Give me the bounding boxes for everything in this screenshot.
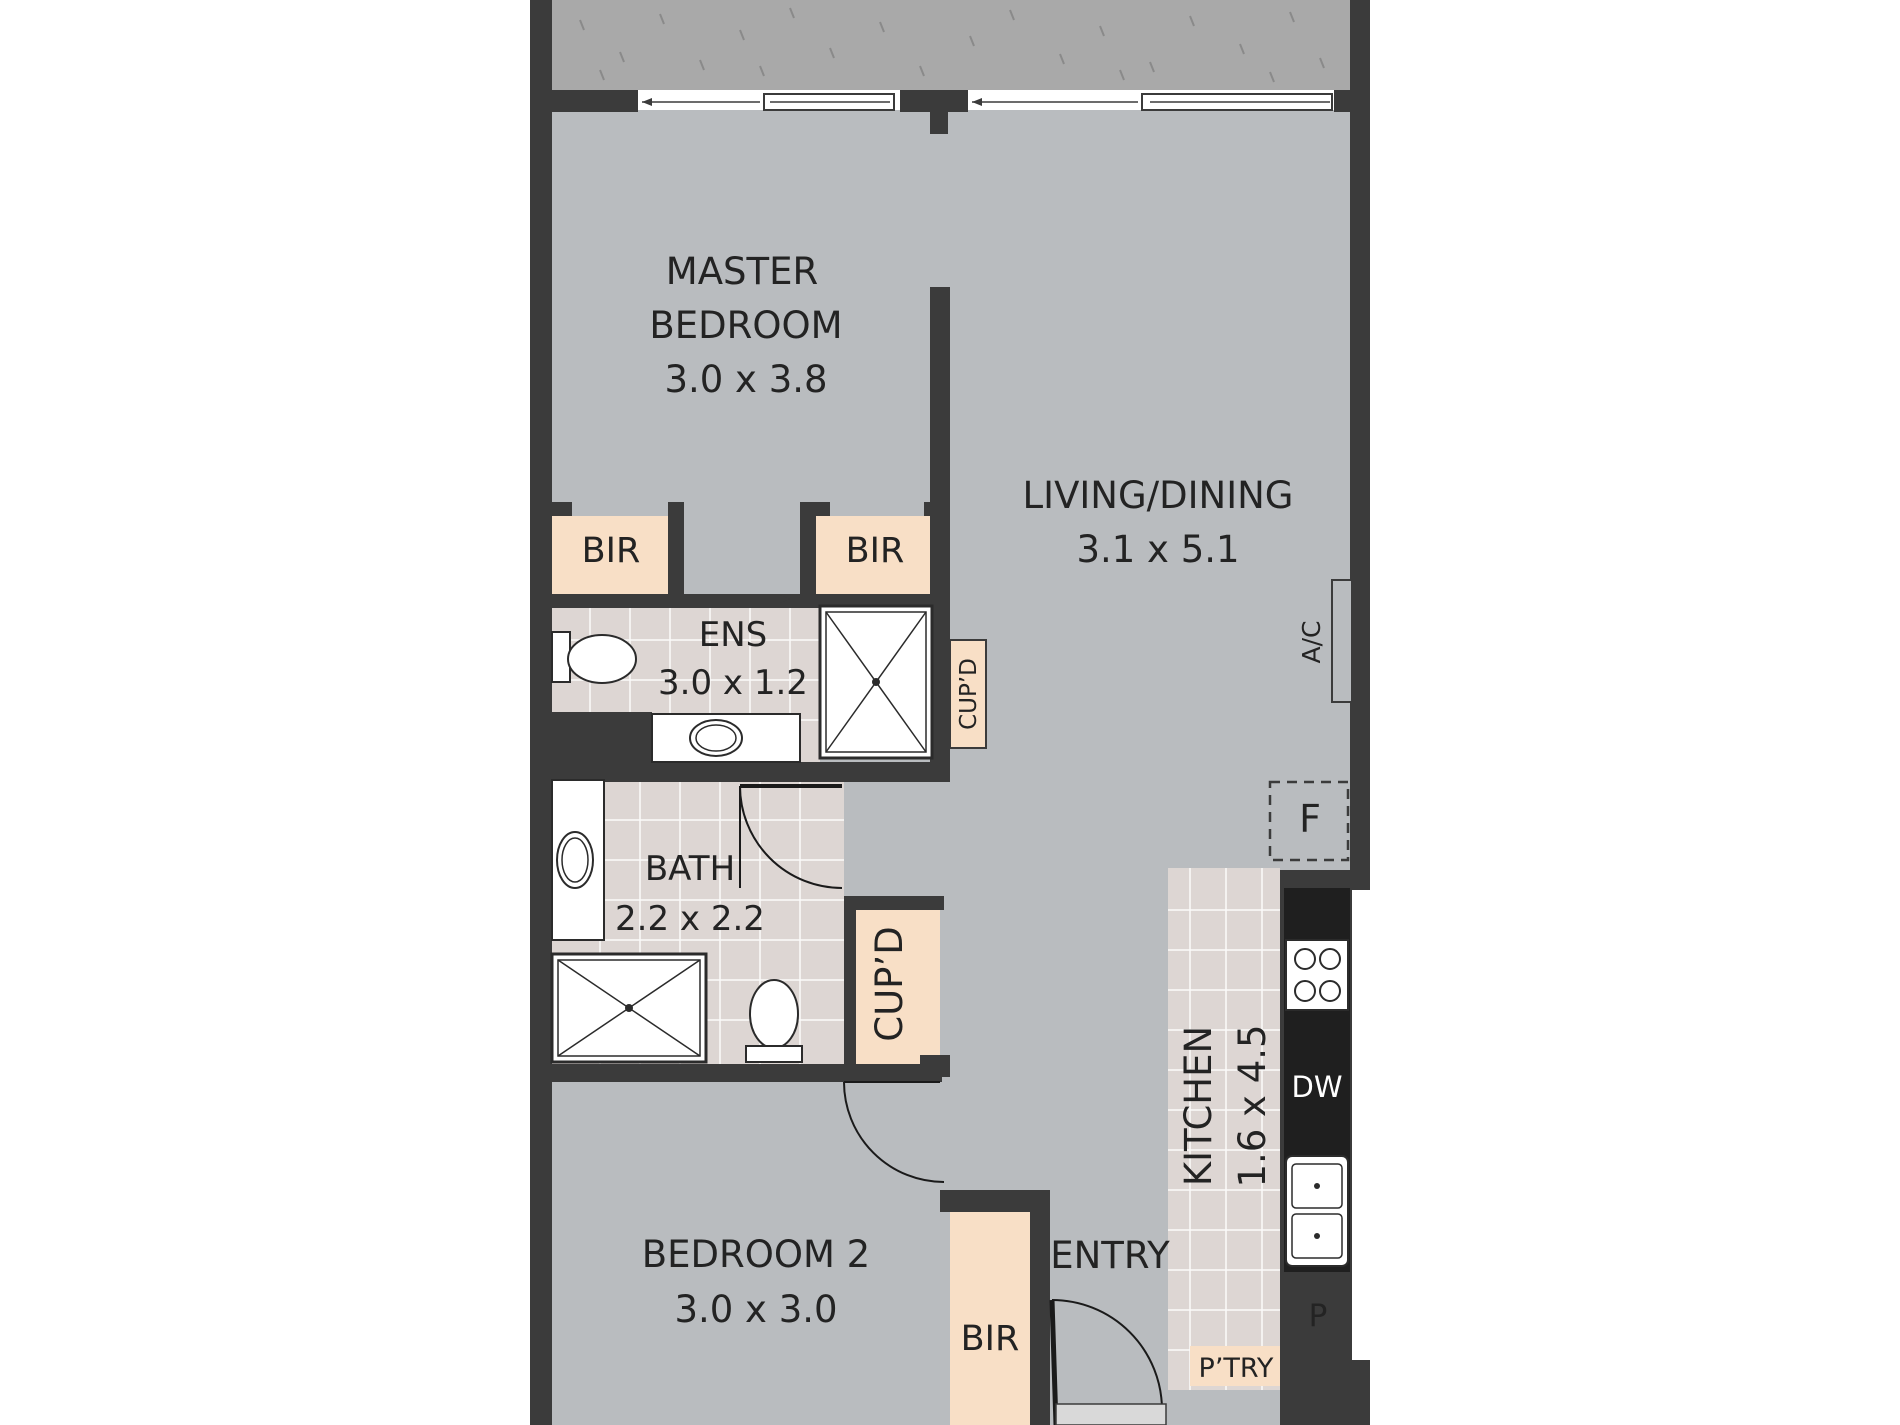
dishwasher-label: DW xyxy=(1291,1070,1342,1104)
entry-name: ENTRY xyxy=(1050,1234,1170,1277)
master-bedroom-name-1: MASTER xyxy=(666,250,818,293)
bedroom-2-name: BEDROOM 2 xyxy=(642,1233,870,1276)
balcony xyxy=(548,0,1352,90)
bath-toilet xyxy=(745,979,803,1063)
sliding-door-living xyxy=(972,93,1333,111)
entry-landing xyxy=(1055,1403,1167,1425)
ensuite-name: ENS xyxy=(699,615,768,655)
bir-label-master-left: BIR xyxy=(582,531,641,571)
kitchen-size: 1.6 x 4.5 xyxy=(1231,1024,1274,1187)
kitchen-name: KITCHEN xyxy=(1177,1026,1220,1186)
bath-vanity xyxy=(551,779,605,941)
bir-label-master-right: BIR xyxy=(846,531,905,571)
master-bedroom-size: 3.0 x 3.8 xyxy=(664,358,827,401)
bir-bedroom-2 xyxy=(950,1212,1030,1425)
hall-cupboard xyxy=(848,904,940,1066)
hall-cupboard-label: CUP’D xyxy=(868,926,911,1041)
sink xyxy=(1285,1155,1349,1267)
fridge-label: F xyxy=(1299,797,1321,841)
labels: MASTER BEDROOM 3.0 x 3.8 LIVING/DINING 3… xyxy=(582,250,1343,1384)
bir-label-bedroom-2: BIR xyxy=(961,1319,1020,1359)
ensuite-size: 3.0 x 1.2 xyxy=(658,663,808,703)
kitchen-bench xyxy=(1284,888,1350,1272)
living-dining-size: 3.1 x 5.1 xyxy=(1076,528,1239,571)
pantry-tray-label: P’TRY xyxy=(1199,1353,1274,1384)
sliding-door-ensuite xyxy=(710,595,790,603)
fridge-space xyxy=(1268,780,1350,862)
kitchen-floor xyxy=(1168,868,1280,1390)
master-bedroom-name-2: BEDROOM xyxy=(649,304,842,347)
living-dining-name: LIVING/DINING xyxy=(1023,474,1294,517)
door-bath xyxy=(739,784,843,889)
ens-cupboard-label: CUP’D xyxy=(956,658,982,730)
ensuite-shower xyxy=(818,604,934,760)
bedroom-2-size: 3.0 x 3.0 xyxy=(674,1288,837,1331)
pantry-label-box xyxy=(1190,1346,1282,1386)
cooktop xyxy=(1285,939,1349,1011)
bir-master-left xyxy=(552,516,670,596)
ac-unit xyxy=(1331,579,1353,703)
ensuite-vanity xyxy=(651,713,801,763)
sliding-door-master xyxy=(642,93,895,111)
pantry-label: P xyxy=(1309,1298,1328,1334)
bath-shower xyxy=(550,952,708,1064)
ac-label: A/C xyxy=(1297,621,1326,664)
door-bedroom-2 xyxy=(843,1081,945,1183)
bath-size: 2.2 x 2.2 xyxy=(615,899,765,939)
bir-master-right xyxy=(816,516,930,596)
ensuite-toilet xyxy=(551,631,637,684)
bath-name: BATH xyxy=(645,849,735,889)
